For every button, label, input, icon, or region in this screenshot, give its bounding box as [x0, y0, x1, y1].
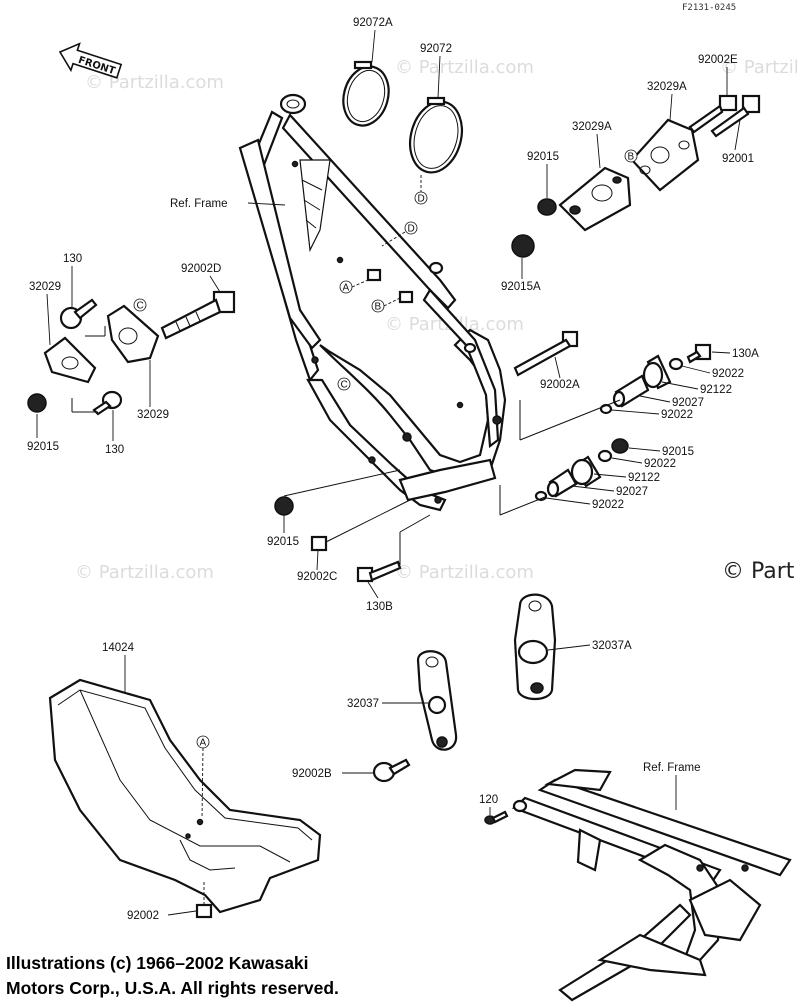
marker-b: B — [371, 299, 385, 313]
nut-92015-right — [611, 438, 629, 454]
washer-92022-b — [599, 403, 613, 415]
callout-92022: 92022 — [644, 458, 676, 470]
watermark: © Part — [722, 559, 795, 584]
nut-92015-bottom — [274, 496, 294, 516]
callout-92002b: 92002B — [292, 768, 332, 780]
callout-120: 120 — [479, 794, 498, 806]
callout-92022: 92022 — [661, 409, 693, 421]
bolt-92002e — [688, 94, 738, 134]
bolt-92002a — [513, 330, 579, 377]
bracket-32029-left — [43, 336, 97, 384]
callout-32037a: 32037A — [592, 640, 632, 652]
callout-130: 130 — [105, 444, 124, 456]
callout-32029: 32029 — [137, 409, 169, 421]
callout-92072: 92072 — [420, 43, 452, 55]
svg-text:A: A — [343, 283, 350, 294]
marker-c: C — [337, 377, 351, 391]
callout-92002e: 92002E — [698, 54, 738, 66]
marker-b: B — [624, 149, 638, 163]
callout-92022: 92022 — [592, 499, 624, 511]
svg-text:C: C — [341, 380, 348, 391]
washer-92022-c — [597, 449, 613, 463]
bolt-130-left — [59, 298, 98, 330]
marker-a: A — [339, 280, 353, 294]
bolt-92002 — [195, 903, 213, 919]
clamp-92072 — [409, 96, 463, 174]
watermark: © Partzilla.com — [75, 562, 214, 583]
skid-plate-14024 — [48, 678, 322, 914]
plate-32037a — [513, 593, 557, 701]
clamp-92072a — [342, 60, 390, 127]
callout-92002d: 92002D — [181, 263, 221, 275]
bolt-130b — [356, 560, 402, 583]
copyright-line: Illustrations (c) 1966–2002 Kawasaki — [6, 953, 309, 973]
bolt-92002c — [310, 499, 411, 552]
bracket-32029a-small — [630, 118, 700, 192]
callout-130a: 130A — [732, 348, 759, 360]
callout-92027: 92027 — [616, 486, 648, 498]
callout-32029a: 32029A — [647, 81, 687, 93]
figure-code: F2131-0245 — [682, 3, 736, 13]
marker-c: C — [133, 298, 147, 312]
nut-92015-left — [27, 393, 47, 413]
svg-text:B: B — [375, 302, 382, 313]
washer-92022-a — [668, 357, 684, 371]
callout-32029: 32029 — [29, 281, 61, 293]
callout-130b: 130B — [366, 601, 393, 613]
callout-92001: 92001 — [722, 153, 754, 165]
callout-92072a: 92072A — [353, 17, 393, 29]
callout-92022: 92022 — [712, 368, 744, 380]
watermark: © Partzilla.com — [395, 57, 534, 78]
bracket-32029-right — [106, 304, 160, 364]
callout-92015: 92015 — [662, 446, 694, 458]
marker-a: A — [196, 735, 210, 749]
watermark: © Partzilla.com — [720, 57, 800, 78]
svg-text:B: B — [628, 152, 635, 163]
copyright-line: Motors Corp., U.S.A. All rights reserved… — [6, 978, 339, 998]
callout-14024: 14024 — [102, 642, 135, 654]
svg-text:D: D — [408, 224, 415, 235]
callout-130: 130 — [63, 253, 82, 265]
bolt-120 — [484, 810, 509, 825]
callout-92015: 92015 — [527, 151, 559, 163]
callout-32037: 32037 — [347, 698, 379, 710]
bolt-130-lower — [92, 390, 123, 416]
callout-92015: 92015 — [27, 441, 59, 453]
collar-92027-b — [546, 468, 578, 498]
callout-92015: 92015 — [267, 536, 299, 548]
callout-92122: 92122 — [700, 384, 732, 396]
callout-92002a: 92002A — [540, 379, 580, 391]
callout-92027: 92027 — [672, 397, 704, 409]
rear-subframe — [511, 768, 792, 1002]
collar-92027-a — [612, 374, 650, 408]
callout-92002: 92002 — [127, 910, 159, 922]
bolt-92002d — [160, 290, 236, 340]
callout-ref-frame: Ref. Frame — [170, 198, 228, 210]
callout-32029a: 32029A — [572, 121, 612, 133]
bolt-92001 — [710, 94, 761, 138]
callout-92002c: 92002C — [297, 571, 337, 583]
main-frame — [238, 93, 507, 512]
plate-32037 — [416, 650, 458, 751]
callout-ref-frame: Ref. Frame — [643, 762, 701, 774]
marker-d: D — [414, 191, 428, 205]
svg-text:D: D — [418, 194, 425, 205]
svg-text:C: C — [137, 301, 144, 312]
bolt-92002b — [372, 758, 411, 783]
bracket-32029a-large — [558, 166, 632, 232]
copyright-notice: Illustrations (c) 1966–2002 Kawasaki Mot… — [6, 951, 426, 1001]
watermark: © Partzilla.com — [395, 562, 534, 583]
watermark: © Partzilla.com — [85, 72, 224, 93]
callout-92122: 92122 — [628, 472, 660, 484]
nut-92015-top — [537, 198, 557, 216]
bushing-92122-b — [570, 455, 602, 488]
svg-text:A: A — [200, 738, 207, 749]
marker-d: D — [404, 221, 418, 235]
bolt-130a — [686, 343, 712, 364]
bushing-92122-a — [642, 354, 672, 390]
nut-92015a — [511, 234, 535, 258]
callout-92015a: 92015A — [501, 281, 541, 293]
